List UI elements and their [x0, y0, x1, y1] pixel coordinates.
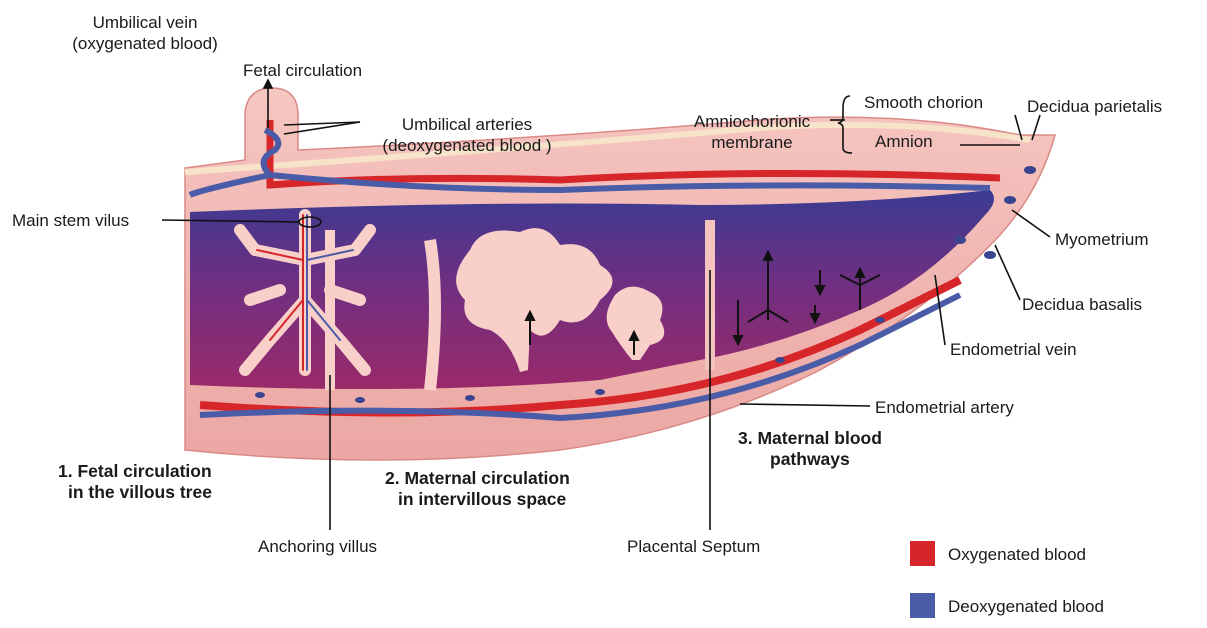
section-2-title: 2. Maternal circulation in intervillous … [385, 468, 570, 510]
myometrium-label: Myometrium [1055, 229, 1149, 250]
legend-oxygenated-swatch [910, 541, 935, 566]
fetal-circulation-label: Fetal circulation [243, 60, 362, 81]
umbilical-vein-label: Umbilical vein (oxygenated blood) [45, 12, 245, 54]
main-stem-vilus-label: Main stem vilus [12, 210, 129, 231]
umbilical-arteries-line2: (deoxygenated blood ) [362, 135, 572, 156]
umbilical-vein-line1: Umbilical vein [45, 12, 245, 33]
amniochorionic-line1: Amniochorionic [672, 111, 832, 132]
placental-septum-label: Placental Septum [627, 536, 760, 557]
umbilical-arteries-label: Umbilical arteries (deoxygenated blood ) [362, 114, 572, 156]
section-1-line1: 1. Fetal circulation [58, 461, 212, 482]
legend-oxygenated-label: Oxygenated blood [948, 544, 1086, 565]
section-2-line1: 2. Maternal circulation [385, 468, 570, 489]
umbilical-arteries-line1: Umbilical arteries [362, 114, 572, 135]
section-1-title: 1. Fetal circulation in the villous tree [58, 461, 212, 503]
legend-deoxygenated-swatch [910, 593, 935, 618]
decidua-parietalis-label: Decidua parietalis [1027, 96, 1162, 117]
section-2-line2: in intervillous space [385, 489, 570, 510]
umbilical-vein-line2: (oxygenated blood) [45, 33, 245, 54]
endometrial-vein-label: Endometrial vein [950, 339, 1077, 360]
section-3-title: 3. Maternal blood pathways [738, 428, 882, 470]
endometrial-artery-label: Endometrial artery [875, 397, 1014, 418]
decidua-basalis-label: Decidua basalis [1022, 294, 1142, 315]
section-3-line2: pathways [738, 449, 882, 470]
amnion-label: Amnion [875, 131, 933, 152]
section-3-line1: 3. Maternal blood [738, 428, 882, 449]
anchoring-villus-label: Anchoring villus [258, 536, 377, 557]
amniochorionic-label: Amniochorionic membrane [672, 111, 832, 153]
smooth-chorion-label: Smooth chorion [864, 92, 983, 113]
legend-deoxygenated-label: Deoxygenated blood [948, 596, 1104, 617]
section-1-line2: in the villous tree [58, 482, 212, 503]
amniochorionic-line2: membrane [672, 132, 832, 153]
